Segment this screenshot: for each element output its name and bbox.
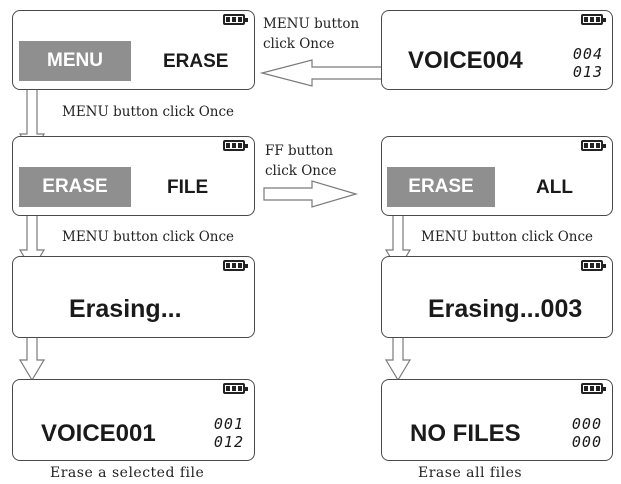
footer-right-caption: Erase all files bbox=[418, 465, 523, 481]
battery-icon bbox=[223, 260, 248, 271]
counter-bottom: 000 bbox=[571, 433, 602, 451]
erase-option: ERASE bbox=[163, 51, 229, 72]
file-option: FILE bbox=[167, 177, 209, 198]
caption-menu-once-left: MENU button click Once bbox=[62, 229, 234, 245]
caption-menu-once-right: MENU button click Once bbox=[421, 229, 593, 245]
arrow-left-top bbox=[259, 59, 384, 87]
battery-icon bbox=[223, 14, 248, 25]
lcd-voice004: VOICE004 004 013 bbox=[381, 10, 613, 90]
erase-highlight: ERASE bbox=[19, 167, 131, 207]
counter-bottom: 013 bbox=[572, 63, 603, 81]
caption-menu-top-line1: MENU button bbox=[263, 16, 360, 32]
counter-top: 000 bbox=[571, 415, 602, 433]
battery-icon bbox=[581, 140, 606, 151]
erase-highlight: ERASE bbox=[387, 167, 495, 207]
arrow-right-ff bbox=[263, 180, 359, 208]
lcd-erase-all: ERASE ALL bbox=[381, 136, 613, 216]
lcd-erasing-left: Erasing... bbox=[12, 256, 255, 338]
battery-icon bbox=[581, 383, 606, 394]
battery-icon bbox=[223, 383, 248, 394]
caption-menu-once-1: MENU button click Once bbox=[62, 104, 234, 120]
no-files-text: NO FILES bbox=[410, 420, 521, 447]
all-option: ALL bbox=[536, 177, 573, 198]
battery-icon bbox=[581, 14, 606, 25]
battery-icon bbox=[223, 140, 248, 151]
voice-title: VOICE004 bbox=[408, 47, 523, 74]
caption-ff-line2: click Once bbox=[265, 163, 337, 179]
caption-menu-top-line2: click Once bbox=[263, 36, 335, 52]
counter-bottom: 012 bbox=[213, 433, 244, 451]
lcd-erase-file: ERASE FILE bbox=[12, 136, 255, 216]
lcd-voice001: VOICE001 001 012 bbox=[12, 379, 255, 461]
counter-top: 004 bbox=[572, 45, 603, 63]
lcd-erasing-right: Erasing...003 bbox=[381, 256, 613, 338]
caption-ff-line1: FF button bbox=[265, 143, 334, 159]
battery-icon bbox=[581, 260, 606, 271]
erasing-text: Erasing... bbox=[69, 295, 182, 323]
counter-top: 001 bbox=[213, 415, 244, 433]
lcd-no-files: NO FILES 000 000 bbox=[381, 379, 613, 461]
footer-left-caption: Erase a selected file bbox=[50, 465, 205, 481]
lcd-menu-erase: MENU ERASE bbox=[12, 10, 255, 90]
menu-highlight: MENU bbox=[19, 41, 131, 81]
voice-title: VOICE001 bbox=[41, 420, 156, 447]
erasing-count-text: Erasing...003 bbox=[428, 295, 583, 323]
